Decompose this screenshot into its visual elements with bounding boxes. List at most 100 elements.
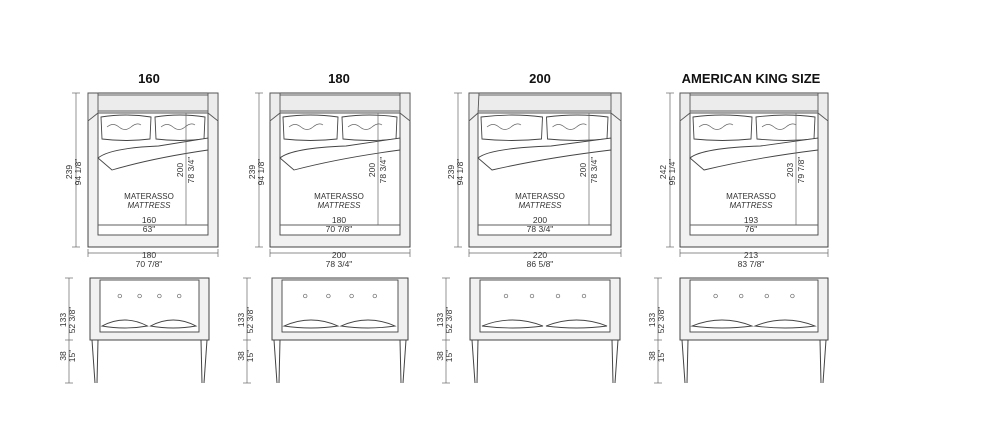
leg [96,339,99,384]
headboard-wing-left [679,92,691,122]
leg [681,339,686,384]
elevation-height-in: 52 3/8" [656,307,666,334]
pillow-front [690,319,754,329]
mattress-label: MATERASSO [314,192,364,201]
mattress-width-in: 76" [745,224,757,234]
mattress-length-in: 78 3/4" [378,157,388,184]
leg-height-in: 15" [656,350,666,362]
mattress-width-cm: 200 [533,215,547,225]
pillow-crease [761,123,797,130]
leg [471,339,476,384]
mattress-length-cm: 200 [578,163,588,177]
pillow [282,114,339,141]
mattress-width-cm: 160 [142,215,156,225]
headboard-wing-right [817,92,829,122]
overall-width-cm: 213 [744,250,758,260]
elevation-height-cm: 133 [58,313,68,327]
leg-height-cm: 38 [647,351,657,361]
pillow [546,114,609,141]
mattress-width-cm: 180 [332,215,346,225]
overall-width-cm: 200 [332,250,346,260]
overall-width-in: 83 7/8" [738,259,765,269]
overall-width-in: 70 7/8" [136,259,163,269]
headboard [681,94,827,112]
duvet-fold [477,137,612,171]
tufting-button [739,293,744,299]
overall-width-in: 78 3/4" [326,259,353,269]
overall-length-in: 94 1/8" [73,159,83,186]
overall-width-in: 86 5/8" [527,259,554,269]
mattress-label: MATERASSO [124,192,174,201]
bed-title: 180 [328,71,350,86]
leg [822,339,827,384]
pillow [100,114,152,141]
pillow-crease [106,123,142,130]
tufting-button [117,293,122,299]
duvet-fold [279,137,401,171]
duvet-fold [97,137,209,171]
pillow [480,114,543,141]
pillow-front [149,319,198,329]
mattress-label-en: MATTRESS [318,201,362,210]
tufting-button [555,293,561,299]
tufting-button [529,293,535,299]
overall-length-cm: 239 [64,165,74,179]
tufting-button [790,293,795,299]
mattress-width-in: 78 3/4" [527,224,554,234]
leg-height-cm: 38 [435,351,445,361]
mattress-label-en: MATTRESS [730,201,774,210]
pillow-crease [552,123,587,130]
mattress-length-in: 78 3/4" [589,157,599,184]
elevation-height-cm: 133 [647,313,657,327]
leg [399,339,402,384]
leg [686,339,689,384]
elevation-height-cm: 133 [435,313,445,327]
overall-width-cm: 220 [533,250,547,260]
overall-length-in: 95 1/4" [667,159,677,186]
mattress-length-cm: 200 [175,163,185,177]
leg-height-cm: 38 [236,351,246,361]
headboard-wing-right [207,92,219,122]
pillow-crease [160,123,196,130]
elevation-height-cm: 133 [236,313,246,327]
leg [476,339,479,384]
mattress-label-en: MATTRESS [128,201,172,210]
headboard-wing-right [399,92,411,122]
leg-height-cm: 38 [58,351,68,361]
pillow-crease [486,123,522,130]
mattress-width-in: 70 7/8" [326,224,353,234]
mattress-width-in: 63" [143,224,155,234]
elevation-height-in: 52 3/8" [444,307,454,334]
tufting-button [303,293,308,299]
tufting-button [349,293,354,299]
headboard-wing-left [87,92,99,122]
pillow-crease [288,123,324,130]
leg-height-in: 15" [67,350,77,362]
overall-length-cm: 242 [658,165,668,179]
pillow-crease [347,123,383,130]
leg [200,339,203,384]
leg [91,339,96,384]
pillow-crease [698,123,734,130]
leg [614,339,619,384]
leg [273,339,278,384]
leg [203,339,208,384]
headboard-wing-left [468,92,480,123]
mattress-length-cm: 200 [367,163,377,177]
leg [278,339,281,384]
elevation-height-in: 52 3/8" [245,307,255,334]
leg [611,339,614,384]
pillow-front [481,319,544,329]
mattress-label-en: MATTRESS [519,201,563,210]
overall-length-in: 94 1/8" [256,159,266,186]
elevation-height-in: 52 3/8" [67,307,77,334]
mattress-label: MATERASSO [515,192,565,201]
tufting-button [764,293,769,299]
tufting-button [713,293,718,299]
